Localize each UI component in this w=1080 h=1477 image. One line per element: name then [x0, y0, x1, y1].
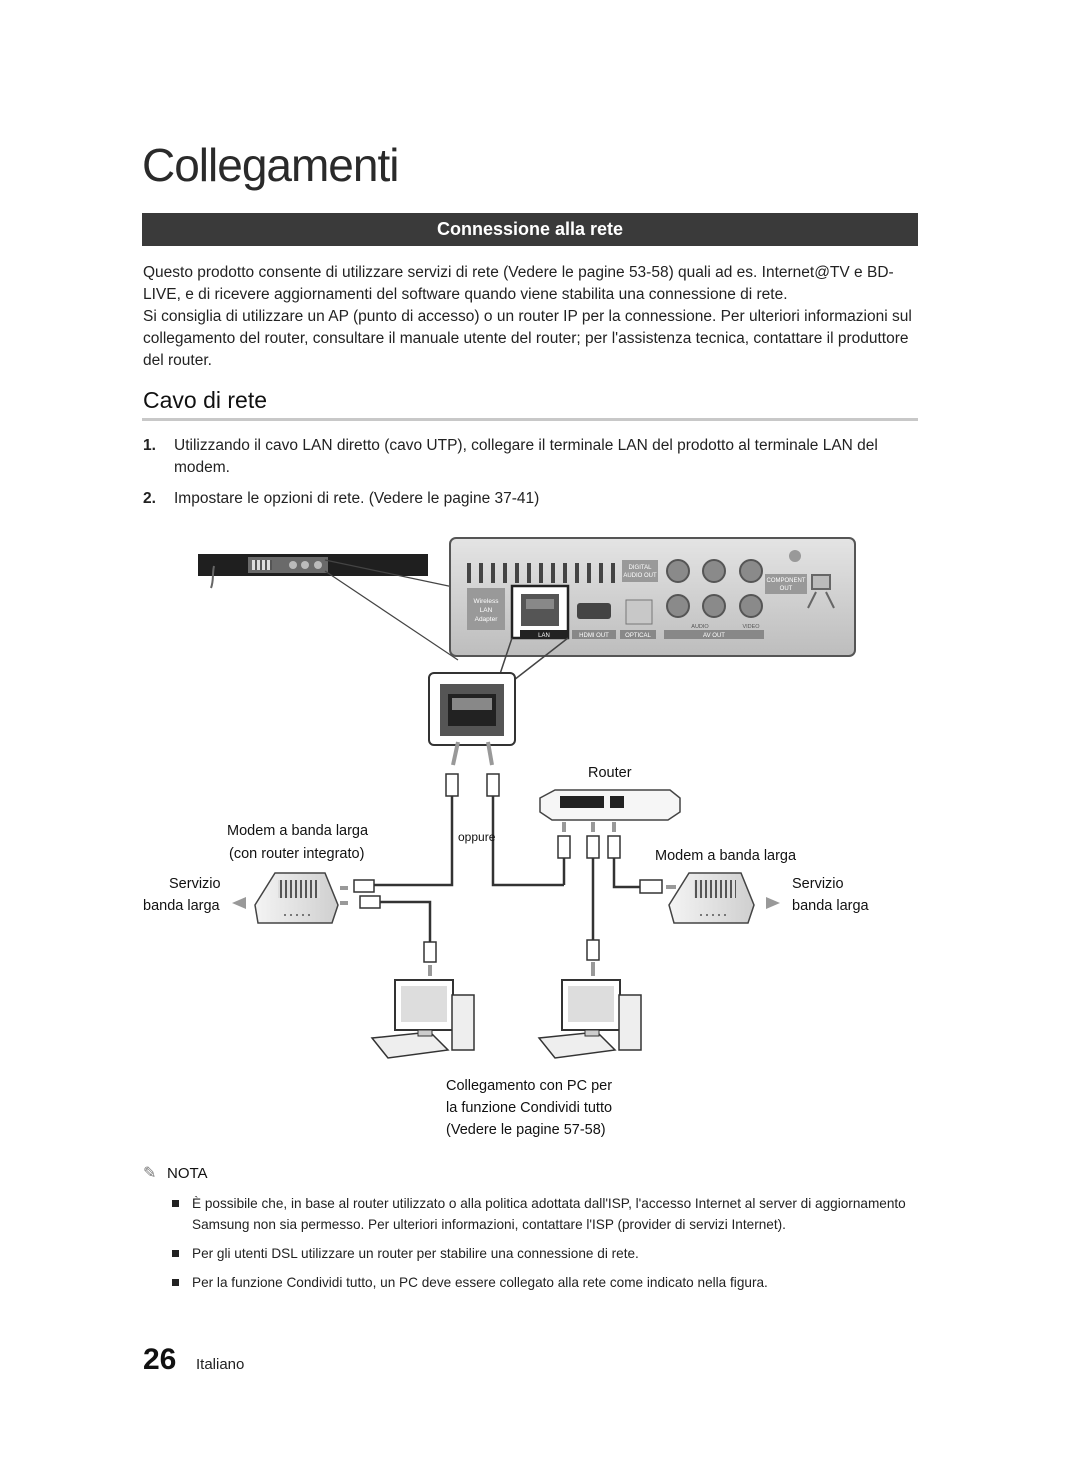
- step-number: 1.: [143, 437, 156, 454]
- intro-text: Questo prodotto consente di utilizzare s…: [143, 262, 923, 372]
- modem-router-label: Modem a banda larga: [227, 823, 369, 839]
- network-connection-diagram: Wireless LAN Adapter DIGITAL AUDIO OUT C…: [0, 530, 1080, 1150]
- bullet-icon: [172, 1200, 179, 1207]
- note-item: Per gli utenti DSL utilizzare un router …: [170, 1243, 920, 1264]
- video-port-label: VIDEO: [742, 624, 760, 630]
- modem-right-icon: [639, 872, 780, 924]
- lan-port-zoom-icon: [428, 672, 516, 746]
- section-header: Connessione alla rete: [142, 213, 918, 246]
- wireless-label: LAN: [480, 607, 493, 614]
- note-heading: ✎ NOTA: [143, 1163, 208, 1183]
- note-item: Per la funzione Condividi tutto, un PC d…: [170, 1272, 920, 1293]
- note-item: È possibile che, in base al router utili…: [170, 1193, 920, 1235]
- component-label: COMPONENT: [767, 578, 806, 584]
- subsection-title: Cavo di rete: [143, 387, 268, 413]
- step-item: 2. Impostare le opzioni di rete. (Vedere …: [143, 488, 913, 510]
- connection-illustration: Wireless LAN Adapter DIGITAL AUDIO OUT C…: [198, 537, 856, 1059]
- or-label: oppure: [458, 830, 496, 844]
- step-number: 2.: [143, 490, 156, 507]
- router-label: Router: [588, 765, 632, 781]
- broadband-service-label: banda larga: [792, 898, 869, 914]
- wireless-label: Wireless: [474, 598, 500, 605]
- steps-list: 1. Utilizzando il cavo LAN diretto (cavo …: [143, 435, 913, 519]
- pencil-icon: ✎: [143, 1165, 157, 1182]
- intro-paragraph: Questo prodotto consente di utilizzare s…: [143, 264, 894, 303]
- digital-label: DIGITAL: [629, 565, 653, 571]
- note-text: Per gli utenti DSL utilizzare un router …: [192, 1246, 639, 1261]
- optical-port-label: OPTICAL: [625, 633, 651, 639]
- note-text: È possibile che, in base al router utili…: [192, 1196, 906, 1232]
- note-text: Per la funzione Condividi tutto, un PC d…: [192, 1275, 768, 1290]
- step-text: Impostare le opzioni di rete. (Vedere le…: [174, 490, 540, 507]
- audio-port-label: AUDIO: [691, 624, 709, 630]
- page-title: Collegamenti: [142, 139, 399, 191]
- modem-left-icon: [232, 872, 437, 976]
- pc-right-icon: [537, 979, 642, 1059]
- rear-panel-icon: Wireless LAN Adapter DIGITAL AUDIO OUT C…: [449, 537, 856, 657]
- broadband-service-label: banda larga: [143, 898, 220, 914]
- intro-paragraph: Si consiglia di utilizzare un AP (punto …: [143, 308, 912, 369]
- hdmi-port-label: HDMI OUT: [579, 633, 609, 639]
- pc-connection-label: (Vedere le pagine 57-58): [446, 1122, 606, 1138]
- note-list: È possibile che, in base al router utili…: [170, 1193, 920, 1301]
- step-text: Utilizzando il cavo LAN diretto (cavo UT…: [174, 437, 878, 476]
- page-language: Italiano: [196, 1356, 245, 1373]
- av-out-label: AV OUT: [703, 633, 725, 639]
- modem-label: Modem a banda larga: [655, 848, 797, 864]
- lan-port-label: LAN: [538, 633, 550, 639]
- pc-left-icon: [370, 979, 475, 1059]
- step-item: 1. Utilizzando il cavo LAN diretto (cavo …: [143, 435, 913, 479]
- router-icon: [539, 789, 681, 832]
- subsection-divider: [142, 418, 918, 421]
- bullet-icon: [172, 1250, 179, 1257]
- broadband-service-label: Servizio: [169, 876, 221, 892]
- bullet-icon: [172, 1279, 179, 1286]
- modem-router-label: (con router integrato): [229, 846, 365, 862]
- broadband-service-label: Servizio: [792, 876, 844, 892]
- digital-label: AUDIO OUT: [623, 573, 657, 579]
- bluray-player-icon: [198, 554, 459, 661]
- lan-cable-icon: [557, 835, 640, 940]
- pc-connection-label: Collegamento con PC per: [446, 1078, 613, 1094]
- component-label: OUT: [780, 586, 793, 592]
- lan-cable-icon: [586, 939, 600, 976]
- pc-connection-label: la funzione Condividi tutto: [446, 1100, 613, 1116]
- lan-cable-icon: [365, 741, 564, 887]
- wireless-label: Adapter: [475, 616, 499, 623]
- page-number: 26: [143, 1343, 177, 1376]
- note-label: NOTA: [167, 1165, 208, 1182]
